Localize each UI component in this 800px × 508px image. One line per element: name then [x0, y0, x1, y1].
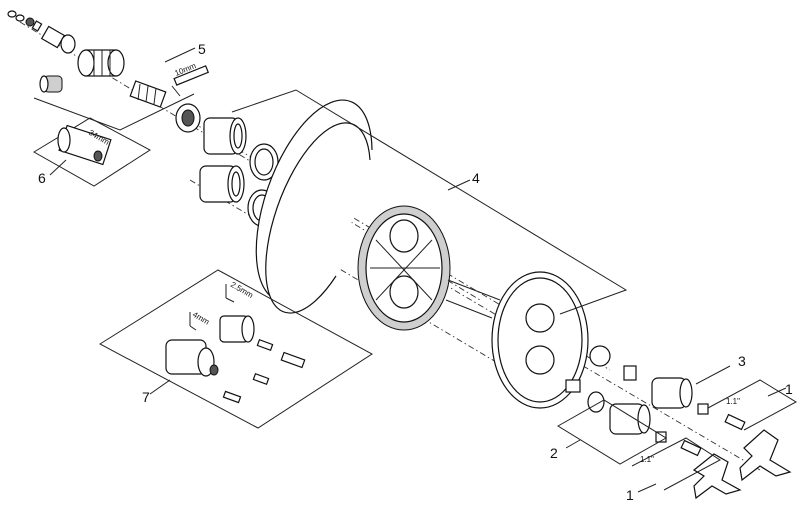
callout-1-upper: 1 — [785, 381, 793, 397]
callout-2: 2 — [550, 445, 558, 461]
small-screw — [7, 10, 43, 32]
key-tool — [171, 65, 210, 97]
split-ring — [255, 99, 373, 314]
part-group-3 — [589, 345, 731, 415]
small-cap — [39, 75, 63, 93]
thermo-element — [129, 80, 167, 108]
part-group-5 — [7, 10, 210, 133]
dim-1-1-lower: 1.1" — [640, 455, 654, 464]
threaded-cylinder — [77, 49, 125, 77]
callout-6: 6 — [38, 170, 46, 186]
callout-5: 5 — [198, 41, 206, 57]
cartridge-large — [165, 339, 219, 377]
hex-nut-stem — [40, 25, 76, 54]
cross-handle-upper — [707, 379, 798, 482]
callout-1-lower: 1 — [626, 487, 634, 503]
leader-group-5 — [33, 93, 195, 131]
small-pins — [222, 339, 306, 404]
part-group-7 — [99, 269, 373, 429]
cartridge-small — [219, 315, 255, 343]
part-group-6 — [33, 117, 151, 187]
cover-plate — [491, 271, 589, 409]
part-group-2 — [557, 379, 667, 465]
leader-group-4 — [447, 179, 471, 191]
handle-sleeve — [57, 124, 112, 166]
hex-key-25mm — [225, 284, 235, 303]
frame-group-4 — [231, 89, 628, 315]
dim-4mm: 4mm — [191, 310, 211, 327]
cross-handle-lower — [631, 437, 742, 500]
callout-4: 4 — [472, 170, 480, 186]
nut-ring — [175, 103, 201, 133]
long-screws — [445, 279, 501, 319]
mounting-plate — [357, 205, 451, 331]
callout-7: 7 — [142, 389, 150, 405]
callout-3: 3 — [738, 353, 746, 369]
sleeve-pair — [199, 117, 247, 203]
hex-key-4mm — [189, 312, 197, 331]
dim-1-1-upper: 1.1" — [726, 397, 740, 406]
